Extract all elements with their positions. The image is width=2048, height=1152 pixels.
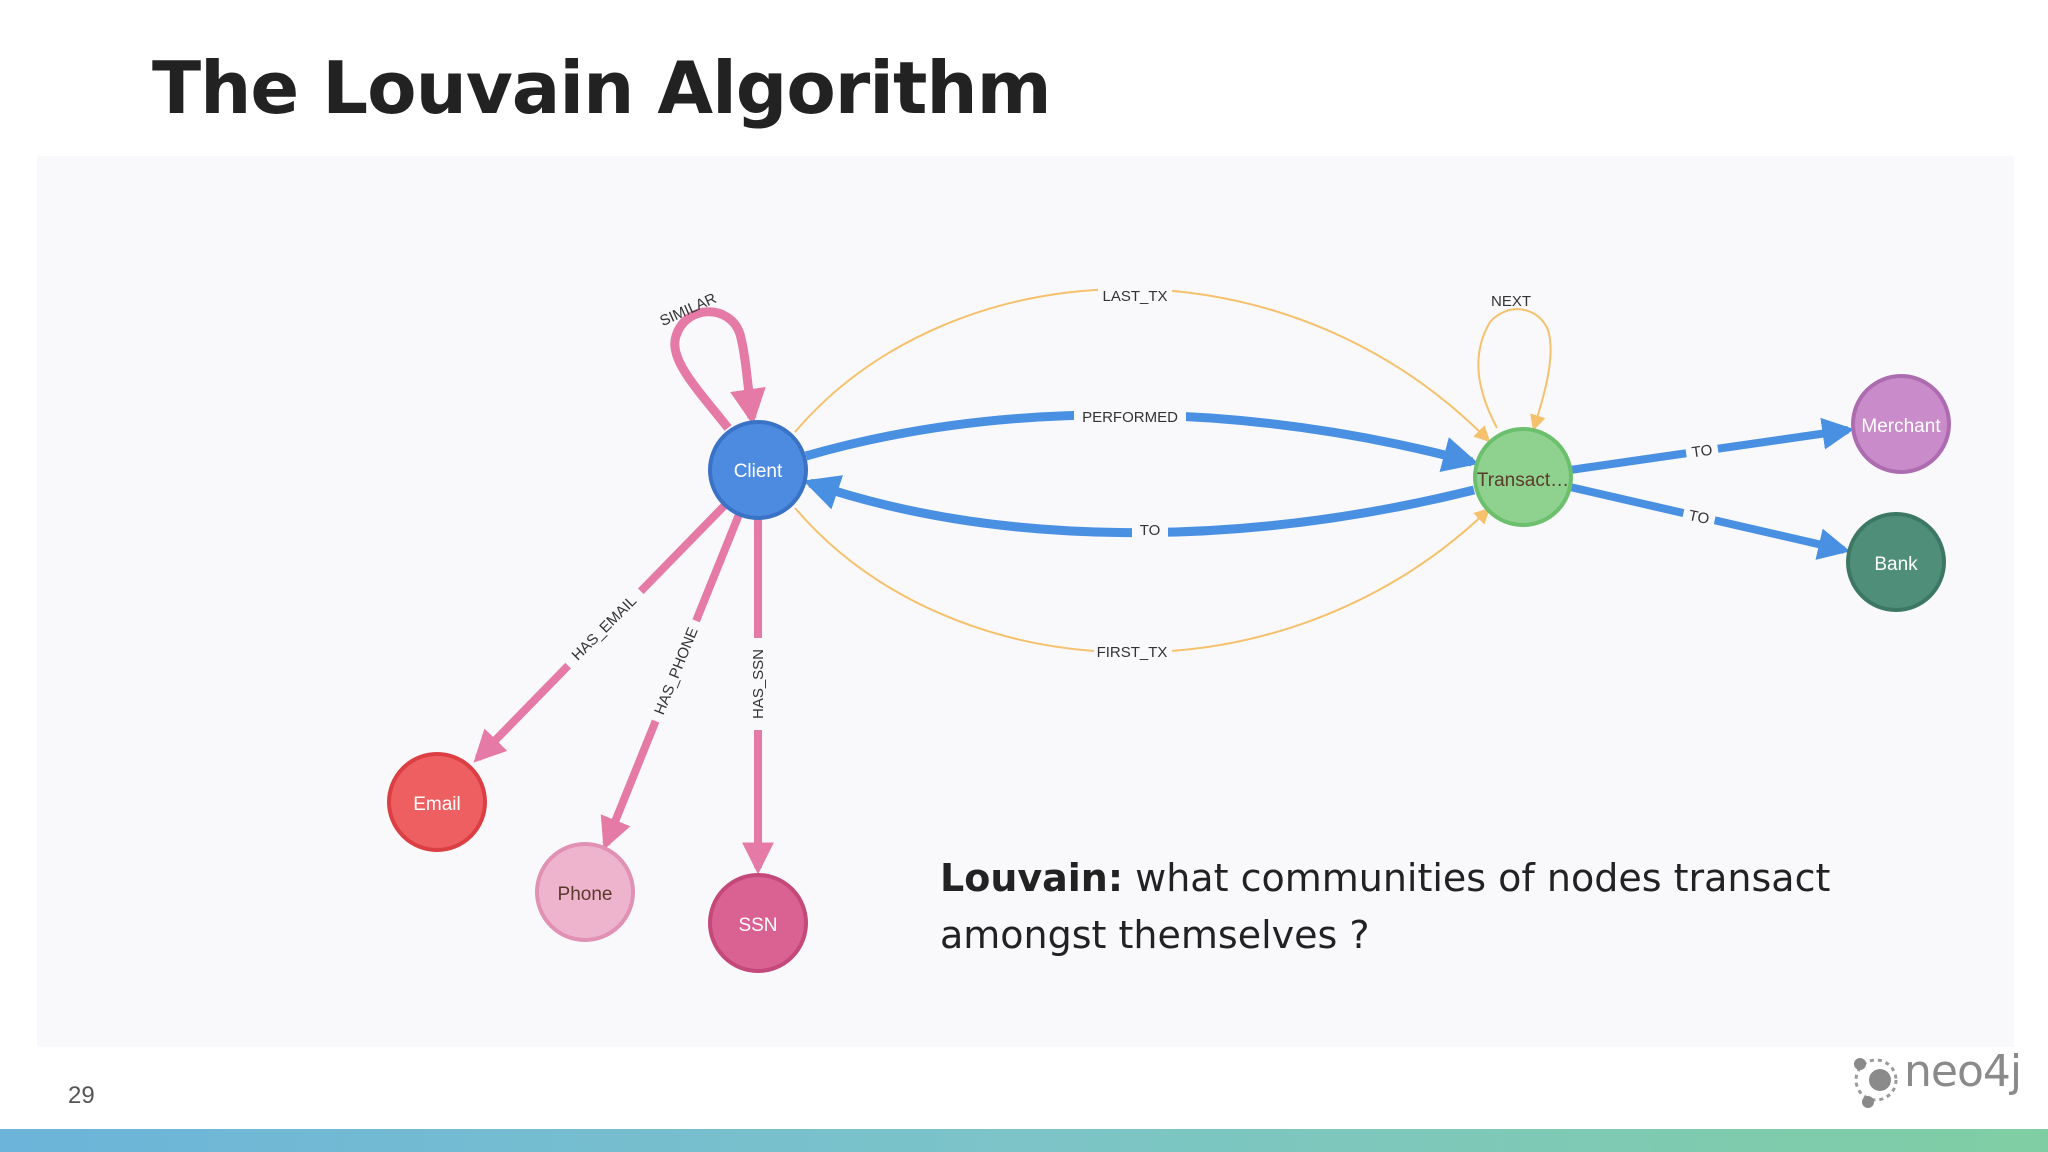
node-label-merchant: Merchant bbox=[1861, 416, 1941, 437]
node-bank[interactable]: Bank bbox=[1846, 512, 1946, 612]
rel-next[interactable]: NEXT bbox=[1477, 293, 1552, 432]
rel-to-merchant[interactable]: TO bbox=[1569, 417, 1855, 474]
rel-label-last-tx: LAST_TX bbox=[1102, 288, 1167, 305]
neo4j-logo-icon bbox=[1854, 1058, 1898, 1108]
caption-text: what communities of nodes transact among… bbox=[940, 856, 1831, 957]
node-merchant[interactable]: Merchant bbox=[1851, 374, 1951, 474]
brand-name: neo4j bbox=[1904, 1046, 2022, 1097]
rel-to-client[interactable]: TO bbox=[803, 475, 1476, 540]
rel-label-first-tx: FIRST_TX bbox=[1097, 644, 1168, 661]
slide-title: The Louvain Algorithm bbox=[152, 46, 1052, 130]
node-label-transaction: Transact… bbox=[1477, 470, 1569, 491]
rel-performed[interactable]: PERFORMED bbox=[804, 406, 1479, 472]
rel-first-tx[interactable]: FIRST_TX bbox=[794, 507, 1491, 663]
node-label-client: Client bbox=[734, 461, 783, 482]
node-phone[interactable]: Phone bbox=[535, 842, 635, 942]
node-label-email: Email bbox=[413, 794, 461, 815]
graph-canvas[interactable]: SIMILAR LAST_TX FIRST_TX PERFORMED TO bbox=[37, 156, 2014, 1047]
page-number: 29 bbox=[68, 1082, 95, 1109]
footer-bar bbox=[0, 1129, 2048, 1152]
rel-label-to-client: TO bbox=[1140, 522, 1161, 539]
rel-label-to-bank: TO bbox=[1687, 507, 1711, 528]
caption: Louvain: what communities of nodes trans… bbox=[940, 850, 1860, 964]
rel-label-has-phone: HAS_PHONE bbox=[651, 625, 701, 717]
rel-label-to-merchant: TO bbox=[1691, 442, 1714, 462]
node-label-phone: Phone bbox=[558, 884, 613, 905]
node-transaction[interactable]: Transact… bbox=[1473, 427, 1573, 527]
node-label-ssn: SSN bbox=[738, 915, 777, 936]
node-email[interactable]: Email bbox=[387, 752, 487, 852]
caption-bold: Louvain: bbox=[940, 856, 1124, 900]
rel-similar[interactable]: SIMILAR bbox=[657, 290, 766, 431]
rel-to-bank[interactable]: TO bbox=[1569, 483, 1851, 560]
rel-label-next: NEXT bbox=[1491, 293, 1531, 310]
rel-has-ssn[interactable]: HAS_SSN bbox=[742, 516, 774, 875]
graph-svg: SIMILAR LAST_TX FIRST_TX PERFORMED TO bbox=[387, 284, 1951, 973]
rel-label-has-ssn: HAS_SSN bbox=[750, 649, 767, 719]
node-client[interactable]: Client bbox=[708, 420, 808, 520]
node-ssn[interactable]: SSN bbox=[708, 873, 808, 973]
rel-label-performed: PERFORMED bbox=[1082, 409, 1178, 426]
node-label-bank: Bank bbox=[1874, 554, 1918, 575]
rel-label-has-email: HAS_EMAIL bbox=[569, 593, 641, 665]
rel-last-tx[interactable]: LAST_TX bbox=[794, 284, 1491, 443]
